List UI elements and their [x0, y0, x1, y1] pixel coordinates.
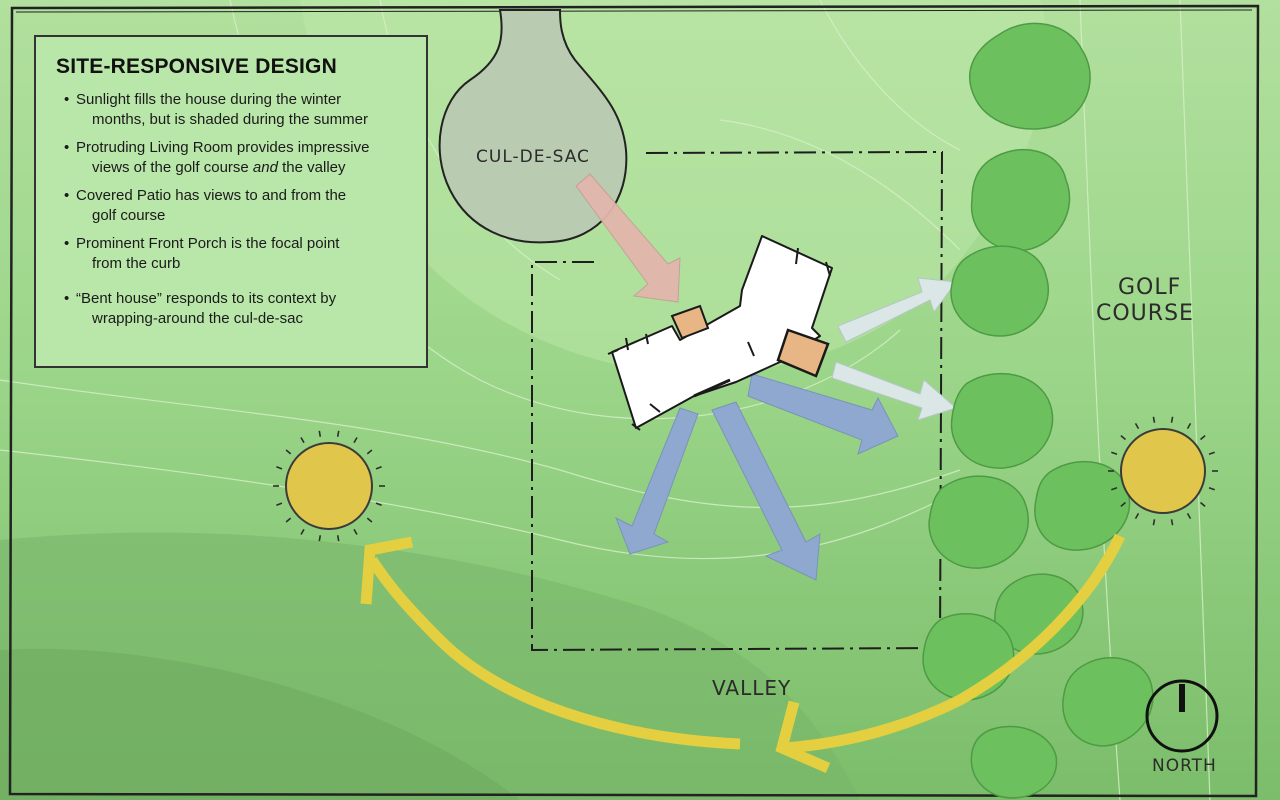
design-notes-list: Sunlight fills the house during the wint…: [56, 90, 408, 328]
sun-ray: [276, 466, 283, 470]
sun-ray: [285, 517, 292, 523]
note-line: “Bent house” responds to its context by: [76, 290, 337, 307]
note-item-bent-house: “Bent house” responds to its context by …: [56, 289, 408, 328]
golf-label-line1: GOLF: [1118, 275, 1181, 300]
sun-ray: [1170, 416, 1174, 423]
north-label: NORTH: [1152, 756, 1217, 776]
sun-ray: [375, 466, 382, 470]
note-line: months, but is shaded during the summer: [92, 110, 368, 128]
note-line: from the curb: [92, 254, 181, 272]
note-text: the valley: [277, 158, 346, 176]
view-arrow-southeast: [711, 401, 821, 581]
sun-low-winter: [273, 430, 385, 542]
drawing-border: [8, 4, 1260, 798]
sun-ray: [300, 437, 305, 444]
golf-view-arrow-lower: [831, 361, 957, 421]
sun-ray: [1134, 423, 1140, 429]
note-item-covered-patio: Covered Patio has views to and from the …: [56, 186, 408, 225]
sun-ray: [1170, 519, 1174, 526]
sun-ray: [1208, 451, 1215, 455]
sun-rays-left: [273, 430, 385, 542]
sun-ray: [375, 502, 382, 506]
sun-disc-left: [285, 442, 373, 530]
note-text: views of the golf course: [92, 158, 253, 176]
cul-de-sac-label: CUL-DE-SAC: [476, 147, 590, 167]
sun-ray: [1152, 519, 1156, 526]
north-arrow-circle: [1145, 679, 1219, 753]
sun-ray: [366, 517, 373, 523]
sun-ray: [1199, 434, 1206, 441]
covered-patio: [776, 328, 830, 378]
sun-ray: [1134, 513, 1140, 519]
sun-ray: [336, 430, 340, 437]
sun-ray: [1186, 423, 1192, 429]
sun-ray: [1111, 487, 1118, 491]
sun-path-summer: [783, 533, 1125, 754]
note-line: golf course: [92, 206, 166, 224]
note-emphasis: and: [252, 158, 278, 176]
sun-path-summer-arrowhead: [775, 700, 831, 774]
sun-ray: [353, 437, 358, 444]
golf-view-arrow-upper: [837, 277, 957, 343]
sun-ray: [300, 528, 305, 535]
arrival-arrow: [575, 173, 681, 303]
design-notes-panel: SITE-RESPONSIVE DESIGN Sunlight fills th…: [34, 35, 428, 368]
sun-ray: [1186, 513, 1192, 519]
panel-title: SITE-RESPONSIVE DESIGN: [56, 55, 337, 78]
sun-ray: [1208, 487, 1215, 491]
note-item-living-room: Protruding Living Room provides impressi…: [56, 138, 408, 177]
sun-path-winter-arrowhead: [360, 536, 414, 605]
sun-ray: [285, 449, 292, 455]
sun-path-winter: [367, 557, 741, 750]
note-line: Prominent Front Porch is the focal point: [76, 235, 340, 252]
note-item-sunlight: Sunlight fills the house during the wint…: [56, 90, 408, 129]
valley-label: VALLEY: [712, 676, 791, 700]
valley-slope-lower: [0, 648, 520, 800]
tree-line: [922, 22, 1154, 799]
border-overstroke: [15, 9, 1253, 13]
house-wall-ticks: [607, 247, 831, 431]
sun-ray: [1111, 451, 1118, 455]
north-arrow: [1145, 679, 1219, 753]
sun-ray: [318, 535, 322, 542]
golf-label-line2: COURSE: [1096, 301, 1194, 326]
note-line: Sunlight fills the house during the wint…: [76, 91, 342, 108]
sun-disc-right: [1120, 428, 1206, 514]
note-line: wrapping-around the cul-de-sac: [92, 309, 303, 327]
view-arrow-southwest: [615, 407, 699, 555]
note-line: Protruding Living Room provides impressi…: [76, 139, 370, 156]
sun-ray: [366, 449, 373, 455]
sun-ray: [1199, 501, 1206, 508]
view-arrow-east: [747, 373, 899, 455]
sun-high-summer: [1108, 416, 1218, 526]
property-boundary: [531, 150, 944, 652]
sun-ray: [1120, 434, 1127, 441]
sun-ray: [318, 430, 322, 437]
note-item-front-porch: Prominent Front Porch is the focal point…: [56, 234, 408, 273]
note-line: views of the golf course and the valley: [76, 158, 408, 178]
sun-ray: [276, 502, 283, 506]
sun-ray: [353, 528, 358, 535]
sun-ray: [336, 535, 340, 542]
sun-ray: [1120, 501, 1127, 508]
front-porch: [670, 304, 710, 340]
note-line: Covered Patio has views to and from the: [76, 187, 347, 204]
sun-rays-right: [1108, 416, 1218, 526]
sun-ray: [1152, 416, 1156, 423]
